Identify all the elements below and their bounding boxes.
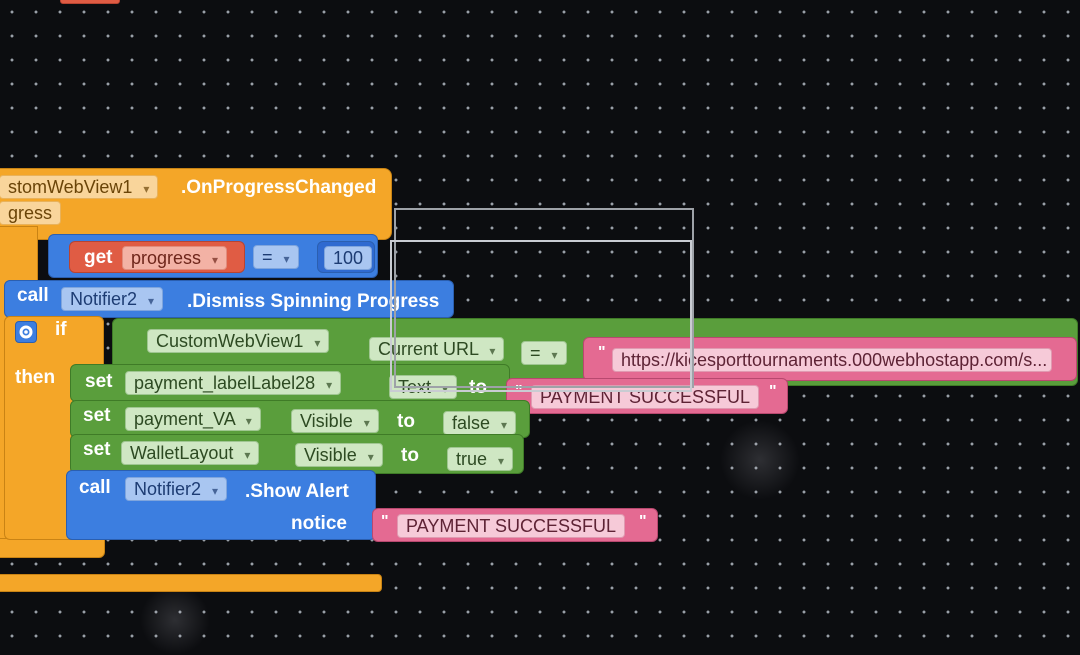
to-label: to	[397, 411, 415, 432]
partial-block-top[interactable]	[60, 0, 120, 4]
dismiss-method-label: .Dismiss Spinning Progress	[187, 291, 440, 312]
chevron-down-icon: ▾	[367, 450, 374, 464]
call-label: call	[17, 285, 49, 306]
chevron-down-icon: ▾	[245, 414, 252, 428]
event-component-dropdown[interactable]: stomWebView1 ▾	[0, 175, 159, 199]
gear-icon[interactable]	[15, 321, 37, 343]
event-block-on-progress-changed[interactable]: stomWebView1 ▾ .OnProgressChanged gress	[0, 168, 392, 240]
set-label: set	[83, 405, 111, 426]
set-property-dropdown[interactable]: Visible ▾	[291, 409, 379, 433]
to-label: to	[401, 445, 419, 466]
set-text-block[interactable]: set payment_labelLabel28 ▾ Text ▾ to	[70, 364, 510, 402]
event-param-progress[interactable]: gress	[0, 201, 62, 225]
alert-method-label: .Show Alert	[245, 481, 349, 502]
chevron-down-icon: ▾	[551, 348, 558, 362]
webview-component-label: CustomWebView1	[156, 331, 304, 351]
boolean-label: true	[456, 449, 488, 469]
operator-label: =	[262, 247, 273, 267]
set-component-label: payment_VA	[134, 409, 235, 429]
url-text-value[interactable]: https://kicesporttournaments.000webhosta…	[612, 348, 1052, 372]
set-visible-block-1[interactable]: set payment_VA ▾ Visible ▾ to false ▾	[70, 400, 530, 438]
selection-outline-back	[394, 208, 694, 388]
number-block-100[interactable]: 100	[317, 241, 375, 273]
chevron-down-icon: ▾	[498, 454, 505, 468]
call-dismiss-block[interactable]: call Notifier2 ▾ .Dismiss Spinning Progr…	[4, 280, 454, 318]
event-block-footer	[0, 574, 382, 592]
close-quote-icon: "	[769, 383, 777, 400]
alert-component-dropdown[interactable]: Notifier2 ▾	[125, 477, 228, 501]
set-component-dropdown[interactable]: WalletLayout ▾	[121, 441, 260, 465]
event-name-label: .OnProgressChanged	[181, 177, 377, 198]
open-quote-icon: "	[598, 344, 606, 361]
text-value[interactable]: PAYMENT SUCCESSFUL	[531, 385, 760, 409]
url-property-label: Current URL	[378, 339, 479, 359]
number-value[interactable]: 100	[324, 246, 373, 270]
notice-value[interactable]: PAYMENT SUCCESSFUL	[397, 514, 626, 538]
dismiss-component-dropdown[interactable]: Notifier2 ▾	[61, 287, 164, 311]
chevron-down-icon: ▾	[363, 416, 370, 430]
url-operator-dropdown[interactable]: = ▾	[521, 341, 567, 365]
chevron-down-icon: ▾	[326, 378, 333, 392]
variable-dropdown-progress[interactable]: progress ▾	[122, 246, 228, 270]
set-component-dropdown[interactable]: payment_VA ▾	[125, 407, 261, 431]
event-component-label: stomWebView1	[8, 177, 133, 197]
notice-value-block[interactable]: " PAYMENT SUCCESSFUL "	[372, 508, 658, 542]
chevron-down-icon: ▾	[148, 294, 155, 308]
if-label: if	[55, 319, 67, 340]
chevron-down-icon: ▾	[489, 344, 496, 358]
operator-dropdown-equals[interactable]: = ▾	[253, 245, 299, 269]
set-component-label: payment_labelLabel28	[134, 373, 316, 393]
url-text-block[interactable]: " https://kicesporttournaments.000webhos…	[583, 337, 1077, 381]
chevron-down-icon: ▾	[314, 336, 321, 350]
screen-glare	[140, 585, 210, 655]
chevron-down-icon: ▾	[244, 448, 251, 462]
then-label: then	[15, 367, 56, 388]
set-property-dropdown[interactable]: Visible ▾	[295, 443, 383, 467]
set-label: set	[83, 439, 111, 460]
variable-label: progress	[131, 248, 202, 268]
event-block-bottom	[0, 538, 105, 558]
chevron-down-icon: ▾	[501, 418, 508, 432]
notice-label: notice	[291, 513, 347, 534]
set-component-label: WalletLayout	[130, 443, 234, 463]
text-value-block[interactable]: " PAYMENT SUCCESSFUL "	[506, 378, 788, 414]
set-property-label: Visible	[304, 445, 357, 465]
get-progress-block[interactable]: get progress ▾	[69, 241, 245, 273]
get-label: get	[84, 247, 113, 268]
boolean-dropdown-false[interactable]: false ▾	[443, 411, 517, 435]
set-component-dropdown[interactable]: payment_labelLabel28 ▾	[125, 371, 342, 395]
set-property-label: Visible	[300, 411, 353, 431]
compare-block-progress[interactable]: get progress ▾ = ▾ 100	[48, 234, 378, 278]
url-operator-label: =	[530, 343, 541, 363]
set-visible-block-2[interactable]: set WalletLayout ▾ Visible ▾ to true ▾	[70, 434, 524, 474]
boolean-dropdown-true[interactable]: true ▾	[447, 447, 514, 471]
set-label: set	[85, 371, 113, 392]
event-param-label: gress	[8, 203, 53, 223]
chevron-down-icon: ▾	[143, 182, 150, 196]
selection-outline-front	[390, 240, 692, 392]
chevron-down-icon: ▾	[212, 484, 219, 498]
dismiss-component-label: Notifier2	[70, 289, 138, 309]
open-quote-icon: "	[381, 513, 389, 530]
boolean-label: false	[452, 413, 491, 433]
close-quote-icon: "	[639, 513, 647, 530]
call-label: call	[79, 477, 111, 498]
chevron-down-icon: ▾	[212, 253, 219, 267]
webview-component-dropdown[interactable]: CustomWebView1 ▾	[147, 329, 330, 353]
chevron-down-icon: ▾	[442, 382, 449, 396]
alert-component-label: Notifier2	[134, 479, 202, 499]
chevron-down-icon: ▾	[283, 252, 290, 266]
call-show-alert-block[interactable]: call Notifier2 ▾ .Show Alert notice	[66, 470, 376, 540]
screen-glare	[720, 420, 800, 500]
